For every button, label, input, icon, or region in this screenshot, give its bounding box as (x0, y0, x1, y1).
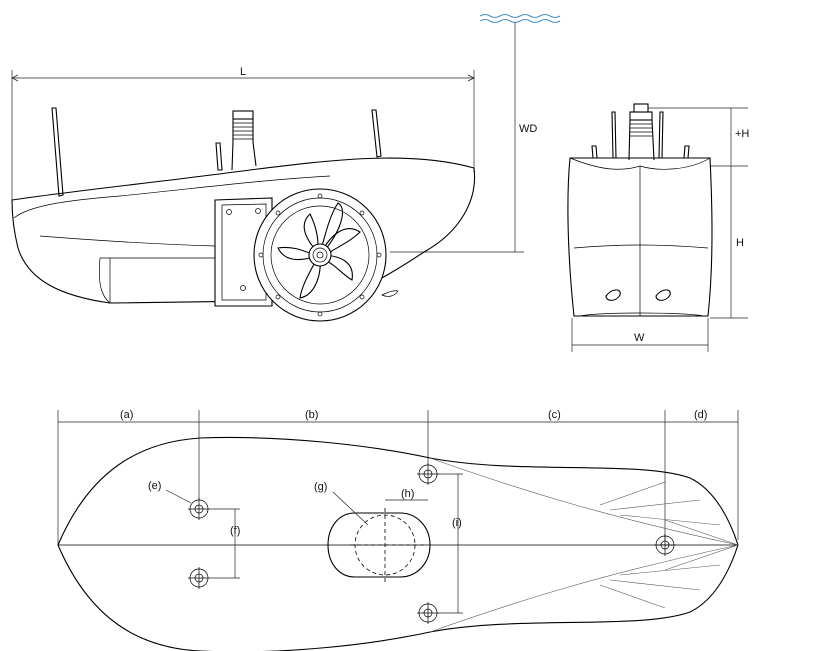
dimension-d-label: (d) (694, 409, 707, 421)
plan-view: (a) (b) (c) (d) (57, 409, 739, 651)
callout-i-label: (i) (452, 517, 462, 529)
side-hull-outline (11, 157, 476, 304)
callout-e-label: (e) (148, 480, 161, 492)
propeller-icon (277, 202, 361, 299)
length-label: L (240, 66, 246, 78)
motor-housing-plate (214, 197, 273, 307)
dimension-a-label: (a) (120, 409, 133, 421)
water-depth-dimension: WD (390, 22, 537, 253)
mounting-studs (51, 107, 382, 197)
height-dimension: H (710, 166, 748, 319)
plan-hull-outline (57, 436, 739, 651)
water-surface-icon (479, 13, 561, 24)
bolt-hole-icon (654, 534, 676, 556)
width-label: W (634, 332, 645, 344)
callout-g-label: (g) (314, 481, 327, 493)
width-dimension: W (571, 318, 709, 352)
callout-f-label: (f) (230, 525, 240, 537)
bolt-hole-icon (188, 567, 210, 589)
bolt-hole-icon (417, 463, 439, 485)
end-view: +H H W (567, 103, 749, 352)
callout-h-label: (h) (401, 488, 414, 500)
tube-slot (327, 508, 431, 582)
threaded-tube (231, 110, 257, 171)
dimension-b-label: (b) (305, 409, 318, 421)
bolt-hole-icon (188, 498, 210, 520)
end-hull-outline (567, 157, 713, 317)
dimension-c-label: (c) (548, 409, 561, 421)
length-dimension: L (11, 66, 475, 200)
water-depth-label: WD (519, 123, 537, 135)
bolt-hole-icon (417, 602, 439, 624)
side-view: WD L (11, 13, 561, 322)
plus-height-dimension: +H (640, 107, 749, 167)
plus-height-label: +H (735, 128, 749, 140)
plan-dimension-chain: (a) (b) (c) (d) (57, 409, 739, 545)
height-label: H (736, 237, 744, 249)
